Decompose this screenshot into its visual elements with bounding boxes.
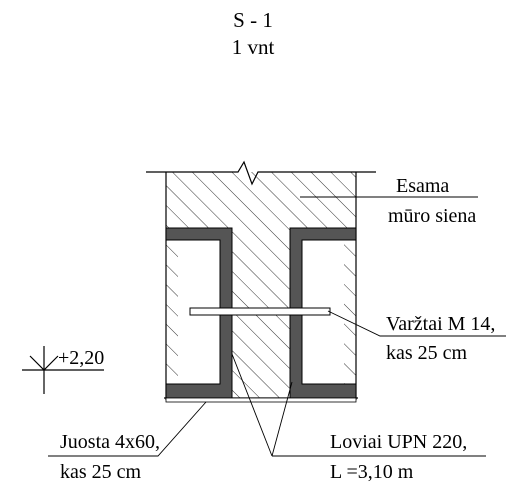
detail-quantity: 1 vnt (232, 35, 275, 59)
left-upn-channel (165, 227, 233, 399)
level-value: +2,20 (58, 347, 104, 369)
bolt-label-line2: kas 25 cm (386, 342, 468, 364)
channel-label-line2: L =3,10 m (330, 461, 414, 483)
channel-leader-left (231, 353, 273, 457)
break-line (146, 160, 376, 186)
channel-leader-right (271, 381, 293, 457)
wall-label-line1: Esama (396, 175, 449, 197)
wall-label-line2: mūro siena (388, 205, 476, 227)
bottom-strip (165, 397, 357, 403)
strip-label-line2: kas 25 cm (60, 461, 142, 483)
channel-label-line1: Loviai UPN 220, (330, 431, 467, 453)
strip-label-line1: Juosta 4x60, (60, 431, 160, 453)
detail-mark: S - 1 (233, 8, 273, 32)
through-bolt (189, 307, 331, 316)
strip-leader-line (48, 401, 207, 457)
bolt-leader-line (327, 310, 506, 337)
level-triangle-icon (29, 355, 59, 371)
bolt-label-line1: Varžtai M 14, (386, 313, 495, 335)
